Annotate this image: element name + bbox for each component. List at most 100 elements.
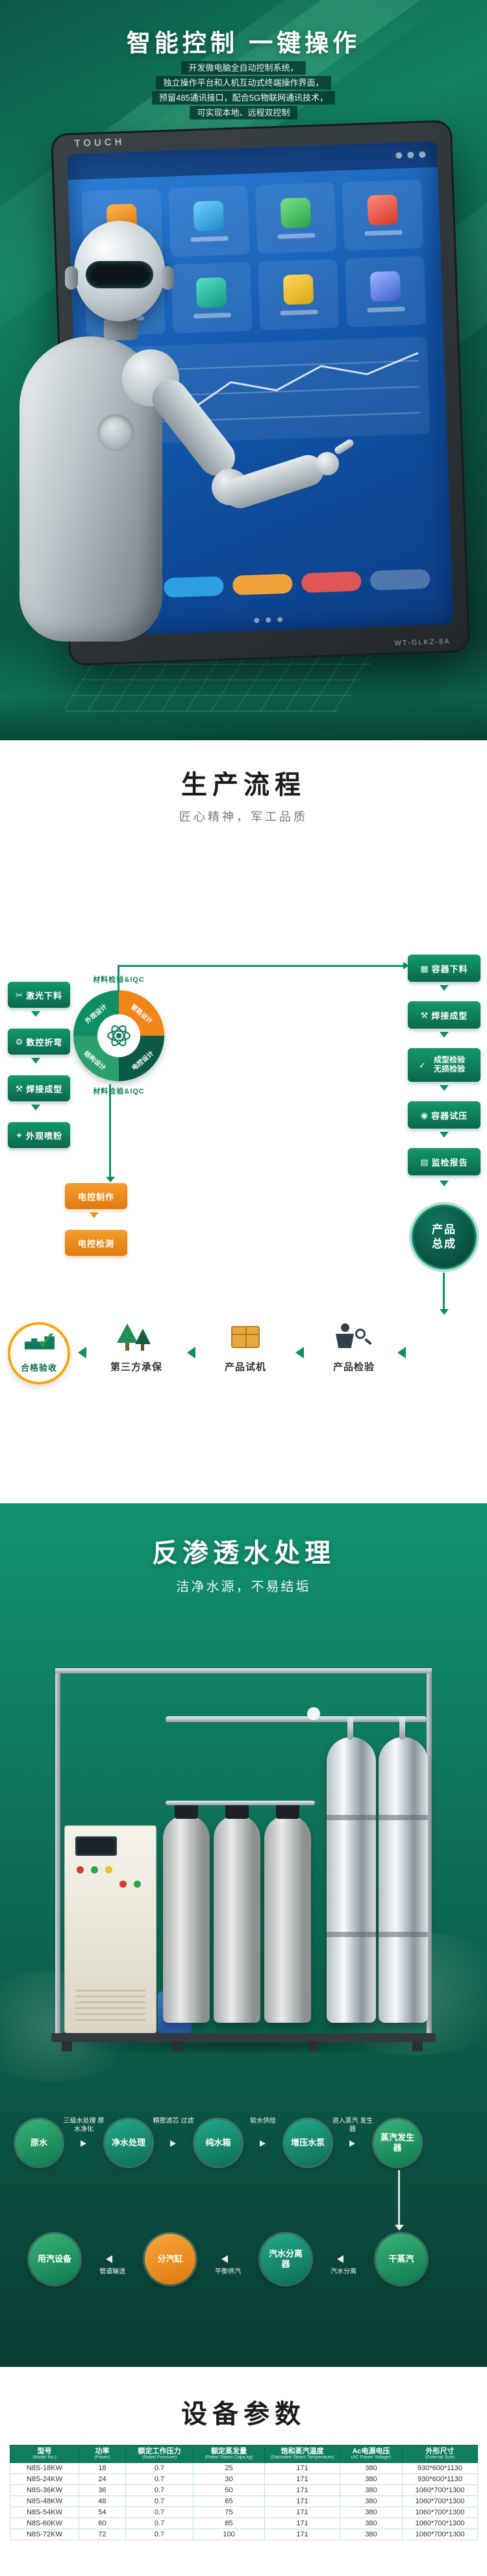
table-cell: N8S-36KW xyxy=(10,2484,79,2496)
inspector-icon xyxy=(315,1319,393,1356)
table-cell: 72 xyxy=(79,2528,126,2540)
pipe xyxy=(347,1716,353,1740)
flow-step-third-party-insurance: 第三方承保 xyxy=(97,1319,175,1373)
connector-line xyxy=(118,965,119,992)
atom-icon xyxy=(107,1025,131,1047)
table-cell: N8S-48KW xyxy=(10,2495,79,2507)
ro-title: 反渗透水处理 xyxy=(152,1539,335,1568)
table-cell: 48 xyxy=(79,2495,126,2507)
intro-line-1: 开发微电脑全自动控制系统， xyxy=(181,61,306,75)
app-icon xyxy=(280,197,312,229)
table-cell: N8S-24KW xyxy=(10,2473,79,2485)
stainless-vessel xyxy=(327,1737,376,2023)
hammer-icon: ⚒ xyxy=(15,1083,23,1094)
robot-illustration xyxy=(0,214,355,734)
table-cell: 25 xyxy=(193,2462,265,2474)
flow-step-label: 软水供给 xyxy=(250,2118,276,2125)
factory-icon xyxy=(25,1336,55,1349)
control-cabinet xyxy=(64,1825,156,2033)
arrow-left-icon xyxy=(221,2255,228,2263)
table-cell: 65 xyxy=(193,2495,265,2507)
flow-node-steam-generator: 蒸汽发生器 xyxy=(374,2120,421,2166)
table-cell: 0.7 xyxy=(125,2495,194,2507)
table-cell: 171 xyxy=(264,2484,340,2496)
arrow-right-icon xyxy=(81,2140,86,2147)
table-cell: 171 xyxy=(264,2495,340,2507)
table-cell: 380 xyxy=(340,2462,403,2474)
cabinet-vent xyxy=(75,1990,145,2021)
app-tile xyxy=(344,256,427,328)
table-cell: 75 xyxy=(193,2506,265,2518)
flow-node-dry-steam: 干蒸汽 xyxy=(376,2234,427,2284)
flow-step-label: 进入蒸汽 发生器 xyxy=(332,2118,373,2133)
flow-step-product-inspection: 产品检验 xyxy=(315,1319,393,1373)
table-cell: 0.7 xyxy=(125,2473,194,2485)
spray-icon: ✦ xyxy=(16,1130,23,1140)
flow-step-label: 三级水处理 原水净化 xyxy=(63,2118,105,2133)
table-cell: 380 xyxy=(340,2495,403,2507)
params-table-head: 型号(Model No.)功率(Power)额定工作压力(Rated Press… xyxy=(10,2445,478,2463)
arrow-down-icon xyxy=(395,2225,404,2231)
production-flow-title: 生产流程 xyxy=(181,771,306,799)
table-cell: 380 xyxy=(340,2473,403,2485)
table-cell: 30 xyxy=(193,2473,265,2485)
flow-node-steam-header: 分汽缸 xyxy=(145,2234,195,2284)
intro-line-2: 独立操作平台和人机互动式终端操作界面， xyxy=(156,76,331,90)
app-icon xyxy=(369,271,401,302)
table-cell: 60 xyxy=(79,2517,126,2529)
table-cell: N8S-18KW xyxy=(10,2462,79,2474)
params-table: 型号(Model No.)功率(Power)额定工作压力(Rated Press… xyxy=(10,2445,478,2540)
stainless-vessel xyxy=(379,1737,428,2023)
intro-line-4: 可实现本地、远程双控制 xyxy=(190,106,297,119)
table-cell: 1060*700*1300 xyxy=(402,2484,478,2496)
connector-line xyxy=(118,965,403,967)
ro-equipment-illustration xyxy=(49,1606,438,2060)
design-circle-center xyxy=(97,1014,140,1057)
table-cell: 18 xyxy=(79,2462,126,2474)
robot-hand xyxy=(316,452,339,475)
cabinet-button-green xyxy=(91,1866,98,1873)
pipe xyxy=(166,1801,315,1805)
arrow-left-icon xyxy=(106,2255,112,2263)
frame-top-bar xyxy=(55,1668,432,1673)
screen-button xyxy=(232,573,293,595)
skid-base xyxy=(51,2033,436,2042)
flow-step-powder-coating: ✦ 外观喷粉 xyxy=(8,1122,70,1148)
arrow-down-icon xyxy=(440,1085,449,1091)
skid-foot xyxy=(412,2041,423,2051)
table-header-cell: 饱和蒸汽温度(Saturated Steam Temperature) xyxy=(264,2445,340,2463)
cabinet-button-yellow xyxy=(105,1866,112,1873)
smart-control-title: 智能控制 一键操作 xyxy=(126,30,361,56)
section-ro-water: 反渗透水处理 洁净水源，不易结垢 xyxy=(0,1503,487,2367)
cabinet-screen xyxy=(75,1836,117,1856)
flow-step-electric-test: 电控检测 xyxy=(65,1230,127,1256)
cabinet-button-green xyxy=(134,1881,141,1888)
app-tile xyxy=(257,258,340,331)
arrow-down-icon xyxy=(31,1105,40,1110)
table-cell: 1060*700*1300 xyxy=(402,2506,478,2518)
scissors-icon: ✂ xyxy=(16,990,23,1000)
smart-control-intro: 开发微电脑全自动控制系统， 独立操作平台和人机互动式终端操作界面， 预留485通… xyxy=(0,60,487,121)
flow-step-supervision-report: ▤ 监检报告 xyxy=(408,1148,481,1175)
cabinet-button-red xyxy=(77,1866,84,1873)
parameters-title: 设备参数 xyxy=(181,2400,306,2429)
table-cell: N8S-54KW xyxy=(10,2506,79,2518)
connector-line xyxy=(109,1084,111,1178)
filter-tank xyxy=(214,1802,260,2023)
flow-step-electric-build: 电控制作 xyxy=(65,1183,127,1209)
table-cell: 24 xyxy=(79,2473,126,2485)
package-icon xyxy=(206,1319,284,1356)
arrow-down-icon xyxy=(440,985,449,991)
arrow-down-icon xyxy=(440,1032,449,1038)
table-cell: 0.7 xyxy=(125,2484,194,2496)
arrow-left-icon xyxy=(295,1347,304,1358)
screen-nav-dots xyxy=(254,617,283,623)
screen-model-label: WT-GLKZ-8A xyxy=(394,638,451,648)
flow-step-label: 管道输送 xyxy=(99,2268,125,2275)
arrow-left-icon xyxy=(187,1347,195,1358)
flow-node-steam-separator: 汽水分离器 xyxy=(260,2234,311,2284)
flow-node-purification: 净水处理 xyxy=(105,2120,152,2166)
robot-visor xyxy=(86,261,153,288)
